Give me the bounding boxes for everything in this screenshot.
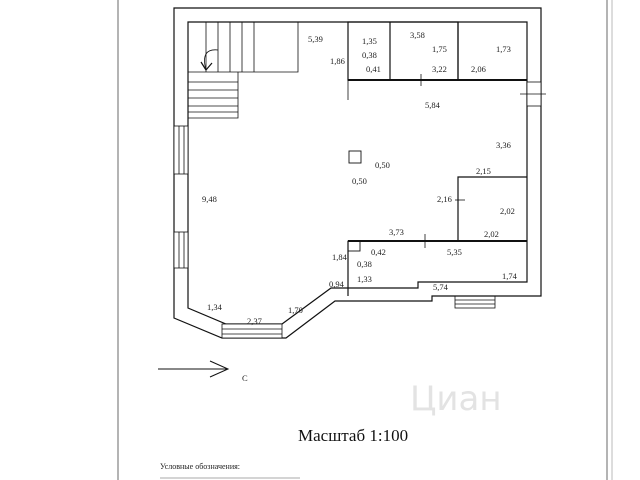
dim-0-41: 0,41 <box>366 64 381 74</box>
dim-9-48: 9,48 <box>202 194 217 204</box>
column <box>348 150 362 164</box>
dim-1-35: 1,35 <box>362 36 377 46</box>
legend-heading: Условные обозначения: <box>160 462 240 471</box>
dim-3-22: 3,22 <box>432 64 447 74</box>
left-window-upper <box>173 125 189 175</box>
top-rooms <box>347 21 527 100</box>
outer-wall <box>173 7 542 339</box>
watermark: Циан <box>410 379 502 419</box>
north-label: С <box>242 373 248 383</box>
right-window <box>520 81 546 107</box>
dim-5-74: 5,74 <box>433 282 449 292</box>
dim-0-50-a: 0,50 <box>375 160 390 170</box>
dim-1-75: 1,75 <box>432 44 447 54</box>
dim-3-36: 3,36 <box>496 140 511 150</box>
dim-3-58: 3,58 <box>410 30 425 40</box>
dim-2-37: 2,37 <box>247 316 262 326</box>
dim-0-42: 0,42 <box>371 247 386 257</box>
dim-2-15: 2,15 <box>476 166 491 176</box>
dim-2-16: 2,16 <box>437 194 452 204</box>
dim-1-34: 1,34 <box>207 302 223 312</box>
dim-3-73: 3,73 <box>389 227 404 237</box>
dim-0-38-bottom: 0,38 <box>357 259 372 269</box>
dim-0-94: 0,94 <box>329 279 345 289</box>
dim-1-73: 1,73 <box>496 44 511 54</box>
scale-caption: Масштаб 1:100 <box>298 426 408 445</box>
dim-5-35: 5,35 <box>447 247 462 257</box>
dim-1-84: 1,84 <box>332 252 348 262</box>
dim-0-38-top: 0,38 <box>362 50 377 60</box>
bottom-window <box>221 323 283 339</box>
right-room <box>455 176 527 241</box>
north-arrow-icon <box>158 360 230 378</box>
dim-2-06: 2,06 <box>471 64 486 74</box>
dim-2-02-a: 2,02 <box>500 206 515 216</box>
dim-1-33: 1,33 <box>357 274 372 284</box>
dim-0-50-b: 0,50 <box>352 176 367 186</box>
lower-room <box>347 234 527 296</box>
dim-5-39: 5,39 <box>308 34 323 44</box>
staircase <box>188 22 299 119</box>
dim-1-74: 1,74 <box>502 271 518 281</box>
left-window-lower <box>173 231 189 269</box>
dim-2-02-b: 2,02 <box>484 229 499 239</box>
entrance-steps <box>454 295 496 309</box>
dim-5-84: 5,84 <box>425 100 441 110</box>
dim-1-86-top: 1,86 <box>330 56 345 66</box>
dim-1-70: 1,70 <box>288 305 303 315</box>
